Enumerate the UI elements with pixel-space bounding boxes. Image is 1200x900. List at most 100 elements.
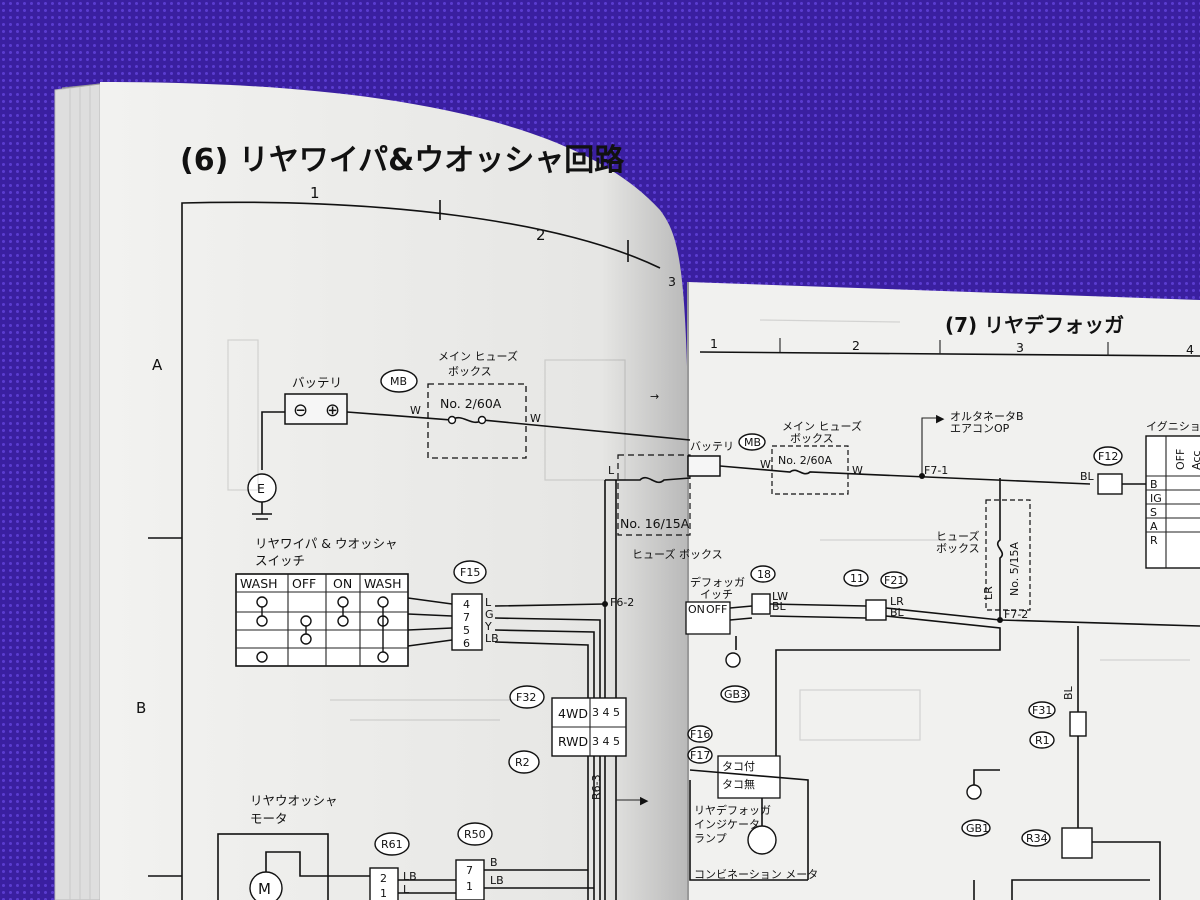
svg-text:1: 1 xyxy=(466,880,473,893)
svg-text:R: R xyxy=(1150,534,1158,547)
svg-text:W: W xyxy=(410,404,421,417)
right-page xyxy=(688,282,1200,900)
svg-text:タコ無: タコ無 xyxy=(722,777,755,791)
left-col-2: 2 xyxy=(536,226,546,244)
svg-text:BL: BL xyxy=(772,600,787,613)
r2-badge xyxy=(508,750,540,774)
mb-badge xyxy=(380,369,418,393)
svg-text:エアコンOP: エアコンOP xyxy=(950,422,1010,435)
ignition-switch-table xyxy=(1145,435,1200,569)
motor-label: リヤウオッシャ xyxy=(250,793,338,808)
f16-badge xyxy=(687,725,713,743)
svg-text:3 4 5: 3 4 5 xyxy=(592,735,620,748)
svg-text:ボックス: ボックス xyxy=(936,542,980,555)
left-row-b: B xyxy=(136,699,146,717)
svg-text:スイッチ: スイッチ xyxy=(255,553,305,568)
svg-text:11: 11 xyxy=(850,572,864,585)
main-fuse-label: メイン ヒューズ xyxy=(438,349,518,363)
ignition-label: イグニション xyxy=(1146,419,1200,433)
f15-badge xyxy=(453,560,487,584)
fuse-5-box xyxy=(985,499,1031,611)
left-arrow-note: → xyxy=(650,390,659,403)
r34-badge xyxy=(1021,829,1051,847)
svg-text:B: B xyxy=(490,856,498,869)
svg-text:B: B xyxy=(1150,478,1158,491)
gb3-ground-symbol xyxy=(725,652,741,668)
right-col-3: 3 xyxy=(1016,340,1024,355)
svg-text:イッチ: イッチ xyxy=(700,588,733,601)
svg-text:R34: R34 xyxy=(1026,832,1048,845)
svg-text:▶: ▶ xyxy=(936,412,945,425)
indicator-lamp-symbol xyxy=(747,825,777,855)
svg-text:RWD: RWD xyxy=(558,734,588,749)
svg-text:4WD: 4WD xyxy=(558,706,588,721)
svg-text:OFF: OFF xyxy=(706,603,727,616)
f7-1-label: F7-1 xyxy=(924,464,948,477)
fuse-16-box xyxy=(617,454,691,536)
switch-header-off: OFF xyxy=(292,576,316,591)
battery-label: バッテリ xyxy=(292,375,342,390)
fuse-5: No. 5/15A xyxy=(1008,542,1021,596)
switch-header-on: ON xyxy=(333,576,352,591)
main-fuse-box xyxy=(427,383,527,459)
svg-text:F15: F15 xyxy=(460,566,480,579)
svg-text:BL: BL xyxy=(1080,470,1095,483)
defog-switch-label: デフォッガ xyxy=(690,575,745,589)
svg-text:Y: Y xyxy=(484,620,492,633)
battery-symbol xyxy=(284,393,348,425)
r50-connector xyxy=(455,859,485,900)
f31-connector xyxy=(1069,711,1087,737)
svg-text:▶: ▶ xyxy=(640,794,649,807)
f21-connector xyxy=(865,599,887,621)
svg-text:R2: R2 xyxy=(515,756,530,769)
f32-badge xyxy=(509,685,545,709)
svg-text:W: W xyxy=(530,412,541,425)
r6-3-label: R6-3 xyxy=(590,774,603,800)
svg-text:F12: F12 xyxy=(1098,450,1118,463)
left-col-1: 1 xyxy=(310,184,320,202)
svg-text:ON: ON xyxy=(688,603,705,616)
combination-meter-label: コンビネーション メータ xyxy=(694,868,818,881)
r34-connector xyxy=(1061,827,1093,859)
svg-text:S: S xyxy=(1150,506,1157,519)
fuse-16: No. 16/15A xyxy=(620,516,690,531)
svg-text:LB: LB xyxy=(490,874,504,887)
f17-badge xyxy=(687,746,713,764)
svg-text:4: 4 xyxy=(463,598,470,611)
gb1-badge xyxy=(961,819,991,837)
svg-text:OFF: OFF xyxy=(1174,449,1187,470)
svg-text:タコ付: タコ付 xyxy=(722,760,755,773)
alternator-label: オルタネータB xyxy=(950,410,1024,423)
right-col-1: 1 xyxy=(710,336,718,351)
svg-text:LR: LR xyxy=(890,595,904,608)
page-edges xyxy=(54,83,101,900)
svg-text:MB: MB xyxy=(390,375,407,388)
f15-connector xyxy=(451,593,483,651)
svg-text:L: L xyxy=(403,883,410,896)
svg-text:L: L xyxy=(608,464,615,477)
svg-text:M: M xyxy=(258,880,271,898)
right-fuse-box-label: ヒューズ xyxy=(936,529,979,543)
svg-text:F31: F31 xyxy=(1032,704,1052,717)
left-row-a: A xyxy=(152,356,163,374)
right-battery-symbol xyxy=(687,455,721,477)
svg-text:MB: MB xyxy=(744,436,761,449)
switch-header-wash-1: WASH xyxy=(240,576,278,591)
r61-connector xyxy=(369,867,399,900)
gb1-ground-symbol xyxy=(966,784,982,800)
svg-text:ランプ: ランプ xyxy=(694,832,727,845)
svg-text:W: W xyxy=(852,464,863,477)
svg-text:18: 18 xyxy=(757,568,771,581)
right-mb-badge xyxy=(738,433,766,451)
svg-text:2: 2 xyxy=(380,872,387,885)
svg-text:7: 7 xyxy=(466,864,473,877)
c18-connector xyxy=(751,593,771,615)
svg-text:3 4 5: 3 4 5 xyxy=(592,706,620,719)
svg-text:A: A xyxy=(1150,520,1158,533)
svg-text:R50: R50 xyxy=(464,828,486,841)
fuse-box-label: ヒューズ ボックス xyxy=(632,547,723,561)
f21-badge xyxy=(880,571,908,589)
battery-minus-icon: ⊖ xyxy=(293,400,308,421)
svg-text:LB: LB xyxy=(485,632,499,645)
